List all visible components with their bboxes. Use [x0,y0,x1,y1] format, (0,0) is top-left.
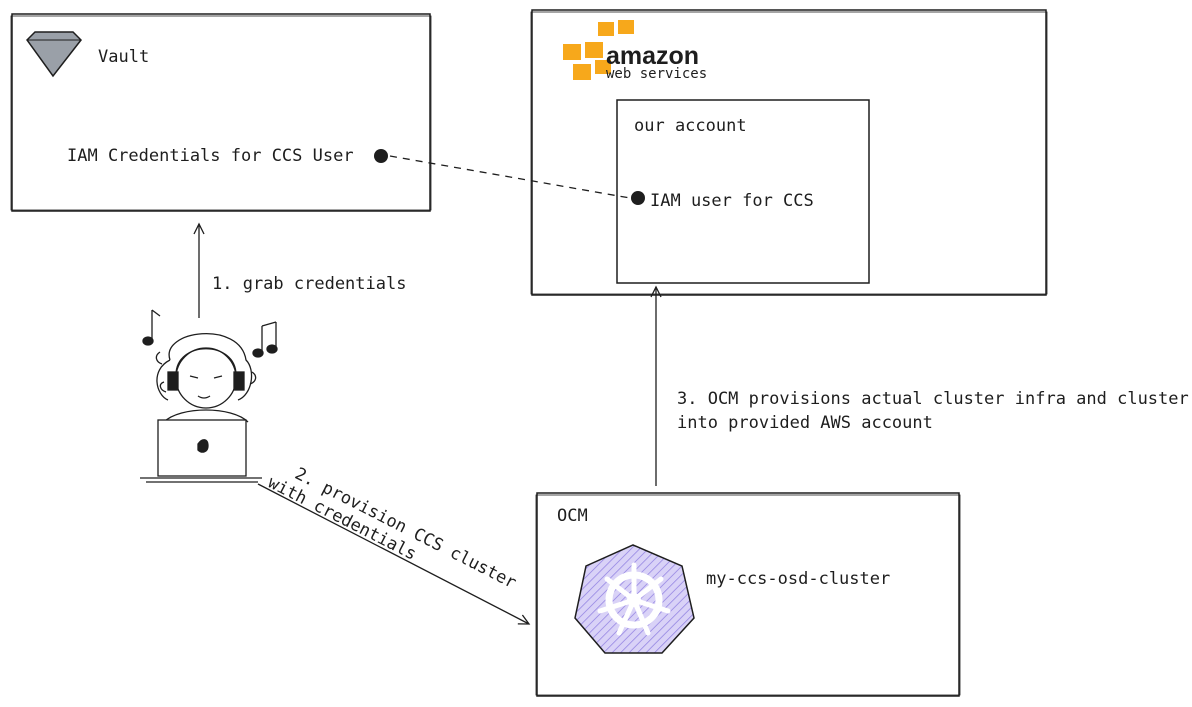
aws-logo-cubes-icon [563,20,634,80]
cluster-name-label: my-ccs-osd-cluster [706,569,891,589]
arrow-provision-cluster [257,483,531,625]
iam-user-dot [631,191,645,205]
ocm-title: OCM [557,506,588,526]
aws-logo-subtitle: web services [606,66,708,82]
vault-title: Vault [98,47,150,67]
person-with-laptop-illustration [140,309,278,483]
credential-link-line [389,155,631,199]
aws-logo-word: amazon [606,42,700,70]
aws-account-title: our account [634,116,747,136]
vault-box [10,13,432,212]
vault-gem-icon [26,31,82,78]
aws-box [530,9,1048,296]
iam-user-label: IAM user for CCS [650,191,814,211]
step1-label: 1. grab credentials [212,274,407,294]
ocm-box [535,492,961,697]
vault-credential-label: IAM Credentials for CCS User [67,146,354,166]
aws-account-box [616,99,870,284]
step3-label-line1: 3. OCM provisions actual cluster infra a… [677,389,1189,409]
kubernetes-cluster-icon [574,544,695,654]
vault-credential-dot [374,149,388,163]
step3-label-line2: into provided AWS account [677,413,933,433]
